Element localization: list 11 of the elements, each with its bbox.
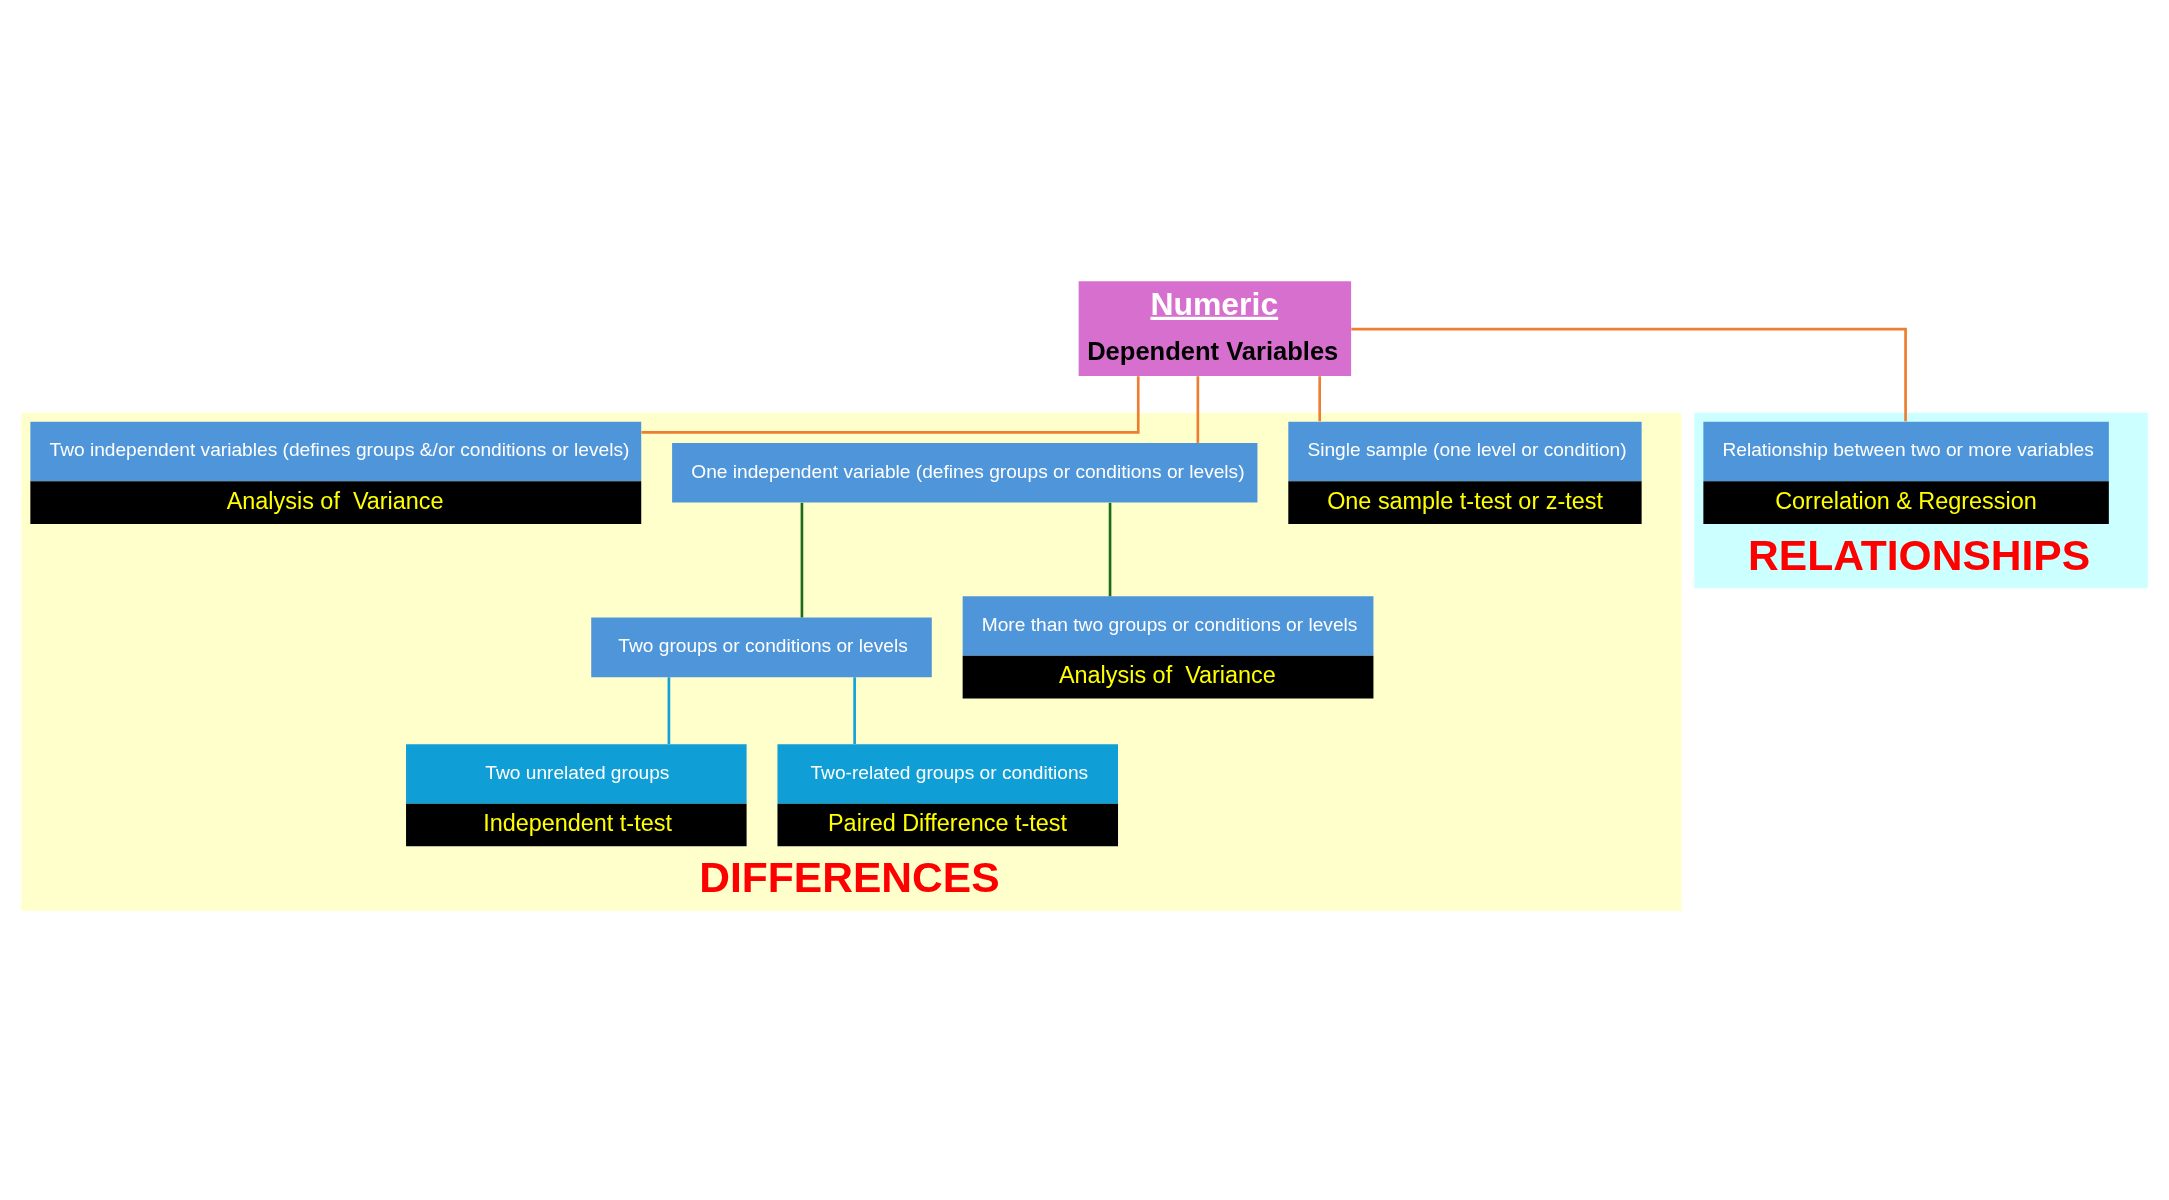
node-box: Two groups or conditions or levels xyxy=(591,617,932,678)
connector xyxy=(667,677,671,745)
connector xyxy=(1108,502,1112,597)
connector xyxy=(641,376,1140,434)
connector xyxy=(1196,376,1200,443)
connector xyxy=(853,677,856,745)
connector xyxy=(1318,376,1322,422)
node-box: Numeric Dependent Variables xyxy=(1078,281,1352,376)
connector xyxy=(800,502,804,618)
connector xyxy=(1351,327,1907,422)
node-box: One independent variable (defines groups or conditions or levels) xyxy=(672,443,1258,503)
